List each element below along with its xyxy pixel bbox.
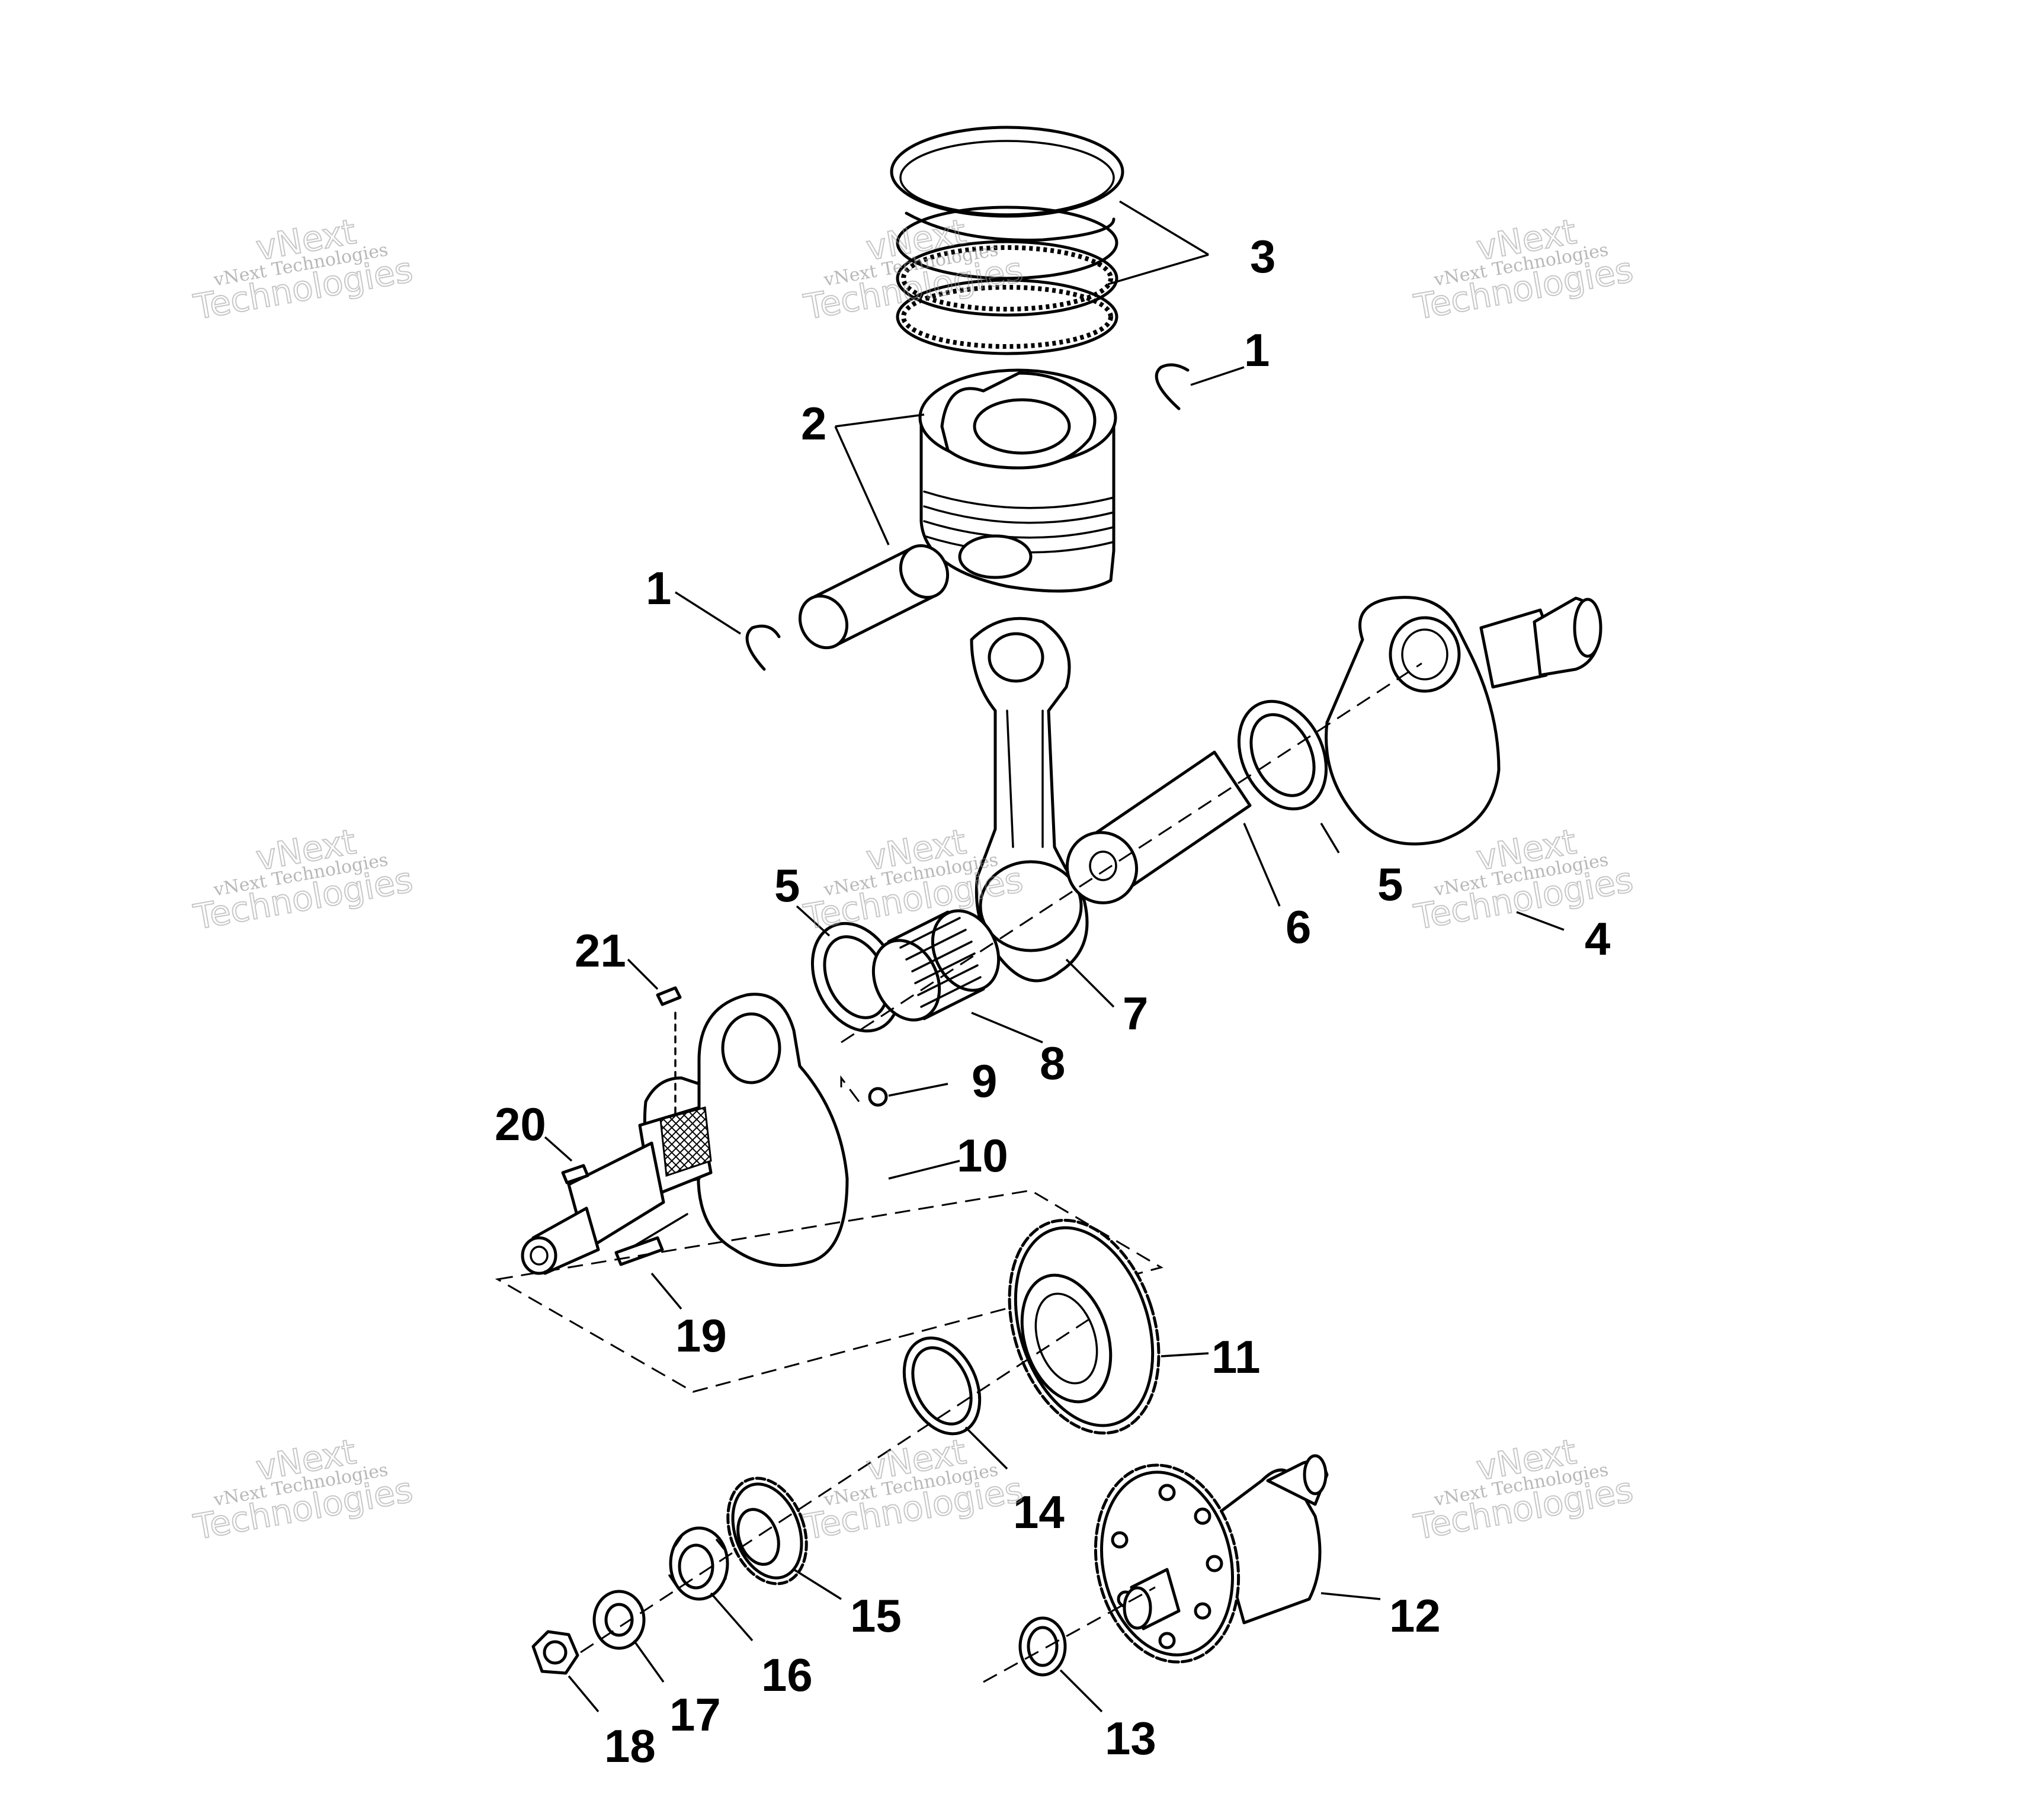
callout-15: 15 — [850, 1590, 902, 1642]
callout-1-upper: 1 — [1244, 324, 1270, 376]
washer-17 — [592, 1590, 646, 1650]
callout-3: 3 — [1250, 230, 1275, 283]
callout-18: 18 — [604, 1720, 656, 1772]
watermark-4: vNext vNext Technologies Technologies — [190, 821, 416, 938]
hex-nut-18 — [531, 1630, 579, 1675]
connecting-rod — [970, 617, 1089, 983]
callout-1-lower: 1 — [646, 562, 671, 614]
washer-13 — [1018, 1616, 1067, 1677]
callout-20: 20 — [495, 1098, 546, 1150]
callout-labels: 1 1 2 3 4 5 5 6 7 8 9 10 11 12 13 14 15 … — [495, 230, 1610, 1772]
watermarks: vNext vNext Technologies Technologies vN… — [190, 211, 1637, 1548]
watermark-1: vNext vNext Technologies Technologies — [190, 211, 416, 328]
key-20 — [561, 1164, 589, 1185]
crank-pin — [1065, 750, 1252, 904]
circlip-lower — [745, 624, 781, 671]
callout-7: 7 — [1123, 987, 1148, 1039]
callout-14: 14 — [1013, 1486, 1065, 1538]
circlip-upper — [1155, 363, 1190, 410]
watermark-8: vNext vNext Technologies Technologies — [800, 1431, 1027, 1548]
callout-13: 13 — [1105, 1712, 1156, 1764]
callout-19: 19 — [675, 1309, 727, 1362]
watermark-7: vNext vNext Technologies Technologies — [190, 1431, 416, 1548]
ball-9 — [868, 1087, 888, 1107]
watermark-9: vNext vNext Technologies Technologies — [1411, 1431, 1637, 1548]
callout-5-right: 5 — [1377, 858, 1403, 910]
callout-9: 9 — [972, 1055, 997, 1107]
woodruff-key-21 — [656, 986, 682, 1006]
piston-pin — [798, 544, 950, 650]
needle-bearing — [871, 909, 1001, 1022]
watermark-3: vNext vNext Technologies Technologies — [1411, 211, 1637, 328]
centerlines — [580, 662, 1422, 1683]
drive-gear — [1008, 1218, 1161, 1435]
balance-shaft — [1094, 1454, 1329, 1664]
piston — [918, 368, 1117, 593]
crankshaft-left-half — [521, 993, 849, 1275]
thrust-washer-left — [810, 922, 902, 1033]
callout-11: 11 — [1211, 1331, 1260, 1383]
washer-14 — [902, 1336, 982, 1436]
callout-21: 21 — [575, 925, 626, 977]
callout-12: 12 — [1389, 1590, 1441, 1642]
castle-nut — [668, 1526, 729, 1601]
callout-2: 2 — [801, 397, 826, 450]
subassembly-outline — [495, 1189, 1163, 1393]
leader-lines — [544, 200, 1565, 1713]
callout-6: 6 — [1286, 901, 1311, 953]
callout-16: 16 — [761, 1649, 813, 1701]
crankshaft-right-half — [1325, 596, 1602, 846]
callout-5-left: 5 — [774, 859, 800, 911]
callout-10: 10 — [957, 1129, 1008, 1182]
callout-17: 17 — [669, 1689, 721, 1741]
piston-rings — [890, 126, 1124, 355]
callout-8: 8 — [1040, 1037, 1065, 1089]
callout-4: 4 — [1585, 913, 1610, 965]
